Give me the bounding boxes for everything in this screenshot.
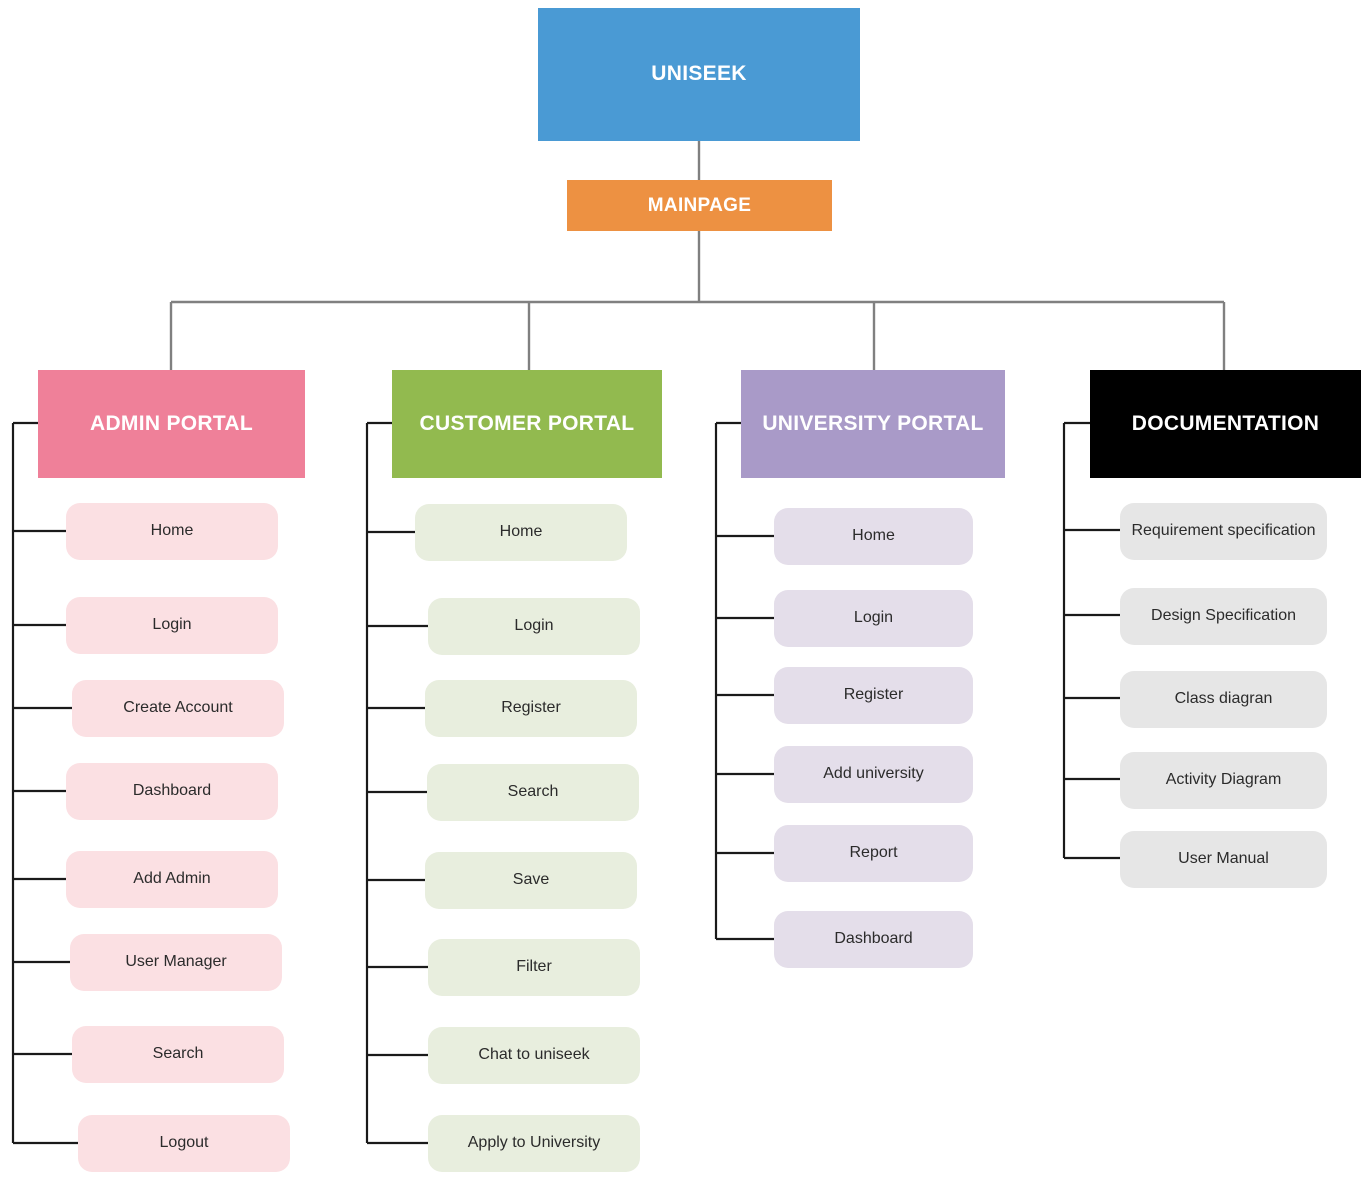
leaf-university-add[interactable]: Add university [774, 746, 973, 803]
leaf-customer-register[interactable]: Register [425, 680, 637, 737]
leaf-university-home[interactable]: Home [774, 508, 973, 565]
node-university-portal[interactable]: UNIVERSITY PORTAL [741, 370, 1005, 478]
leaf-doc-class-diagram[interactable]: Class diagran [1120, 671, 1327, 728]
leaf-university-register[interactable]: Register [774, 667, 973, 724]
leaf-doc-requirement-specification[interactable]: Requirement specification [1120, 503, 1327, 560]
leaf-university-report[interactable]: Report [774, 825, 973, 882]
leaf-university-login[interactable]: Login [774, 590, 973, 647]
node-admin-portal[interactable]: ADMIN PORTAL [38, 370, 305, 478]
leaf-customer-login[interactable]: Login [428, 598, 640, 655]
leaf-admin-logout[interactable]: Logout [78, 1115, 290, 1172]
leaf-doc-activity-diagram[interactable]: Activity Diagram [1120, 752, 1327, 809]
leaf-customer-chat[interactable]: Chat to uniseek [428, 1027, 640, 1084]
node-customer-portal[interactable]: CUSTOMER PORTAL [392, 370, 662, 478]
leaf-customer-search[interactable]: Search [427, 764, 639, 821]
leaf-customer-home[interactable]: Home [415, 504, 627, 561]
leaf-admin-dashboard[interactable]: Dashboard [66, 763, 278, 820]
leaf-admin-search[interactable]: Search [72, 1026, 284, 1083]
leaf-customer-apply[interactable]: Apply to University [428, 1115, 640, 1172]
leaf-customer-save[interactable]: Save [425, 852, 637, 909]
leaf-doc-user-manual[interactable]: User Manual [1120, 831, 1327, 888]
leaf-admin-create-account[interactable]: Create Account [72, 680, 284, 737]
leaf-admin-user-manager[interactable]: User Manager [70, 934, 282, 991]
leaf-admin-login[interactable]: Login [66, 597, 278, 654]
leaf-university-dashboard[interactable]: Dashboard [774, 911, 973, 968]
node-documentation[interactable]: DOCUMENTATION [1090, 370, 1361, 478]
node-mainpage[interactable]: MAINPAGE [567, 180, 832, 231]
leaf-admin-add-admin[interactable]: Add Admin [66, 851, 278, 908]
node-uniseek[interactable]: UNISEEK [538, 8, 860, 141]
leaf-customer-filter[interactable]: Filter [428, 939, 640, 996]
leaf-admin-home[interactable]: Home [66, 503, 278, 560]
leaf-doc-design-specification[interactable]: Design Specification [1120, 588, 1327, 645]
